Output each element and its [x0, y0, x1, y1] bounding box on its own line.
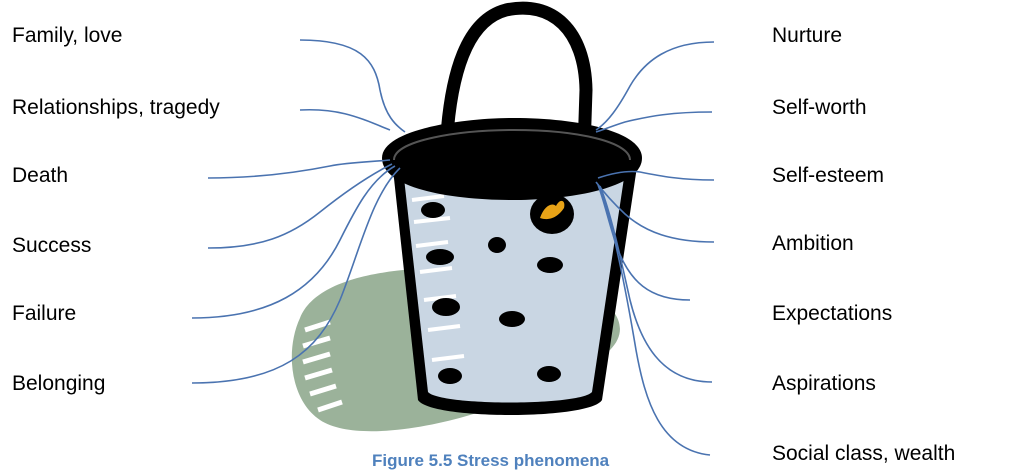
connector-death	[208, 160, 390, 178]
label-social-class-wealth: Social class, wealth	[772, 442, 955, 466]
label-success: Success	[12, 234, 91, 258]
connector-family-love	[300, 40, 405, 132]
label-failure: Failure	[12, 302, 76, 326]
connector-success	[208, 164, 392, 248]
label-belonging: Belonging	[12, 372, 105, 396]
label-nurture: Nurture	[772, 24, 842, 48]
label-death: Death	[12, 164, 68, 188]
label-expectations: Expectations	[772, 302, 892, 326]
connector-self-worth	[596, 112, 712, 132]
label-family-love: Family, love	[12, 24, 122, 48]
label-relationships-tragedy: Relationships, tragedy	[12, 96, 220, 120]
label-ambition: Ambition	[772, 232, 854, 256]
label-aspirations: Aspirations	[772, 372, 876, 396]
connector-relationships	[300, 110, 390, 130]
label-self-esteem: Self-esteem	[772, 164, 884, 188]
figure-caption: Figure 5.5 Stress phenomena	[372, 451, 609, 471]
connector-nurture	[596, 42, 714, 130]
label-self-worth: Self-worth	[772, 96, 867, 120]
